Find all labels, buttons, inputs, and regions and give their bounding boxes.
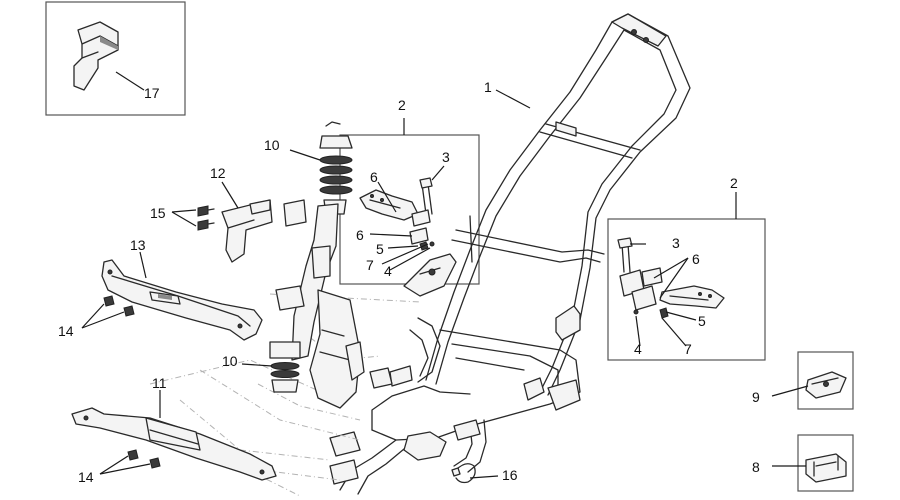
- part-15-screws: [197, 205, 215, 231]
- callout-2-right: 2: [730, 175, 738, 191]
- callout-9: 9: [752, 389, 760, 405]
- callout-2-left: 2: [398, 97, 406, 113]
- callout-13: 13: [130, 237, 146, 253]
- callout-11: 11: [152, 375, 167, 391]
- phantom-lines: [149, 293, 421, 497]
- inset-box-8: [797, 434, 854, 492]
- callout-6-left-top: 6: [370, 169, 378, 185]
- callout-5-left: 5: [376, 241, 384, 257]
- part-10-upper-shock: [319, 121, 353, 215]
- callout-3-right: 3: [672, 235, 680, 251]
- part-16-clamp: [451, 463, 476, 484]
- right-footrest-assembly: [617, 237, 725, 319]
- part-11-lower-bracket: [71, 407, 277, 481]
- callout-10-top: 10: [264, 137, 280, 153]
- part-8-bracket: [805, 453, 847, 483]
- part-9-clip: [805, 371, 847, 399]
- part-10-lower-shock: [269, 341, 301, 393]
- part-14-upper-screws: [103, 295, 135, 317]
- callout-1: 1: [484, 79, 492, 95]
- callout-7-right: 7: [684, 341, 692, 357]
- callout-6-left-mid: 6: [356, 227, 364, 243]
- callout-10-bottom: 10: [222, 353, 238, 369]
- callout-4-right: 4: [634, 341, 642, 357]
- callout-4-left: 4: [384, 263, 392, 279]
- callout-15: 15: [150, 205, 166, 221]
- left-footrest-assembly: [359, 177, 457, 297]
- part-14-lower-screws: [127, 449, 161, 469]
- callout-7-left: 7: [366, 257, 374, 273]
- callout-16: 16: [502, 467, 518, 483]
- part-13-footboard-bracket: [101, 259, 263, 341]
- callout-14-upper: 14: [58, 323, 74, 339]
- head-tube-assembly: [275, 199, 393, 409]
- leader-lines: [81, 71, 809, 479]
- callout-6-right: 6: [692, 251, 700, 267]
- part-17-bracket: [73, 21, 119, 91]
- inset-box-17: [45, 1, 186, 116]
- part-1-main-frame: [329, 13, 691, 495]
- callout-8: 8: [752, 459, 760, 475]
- part-12-bracket: [221, 199, 273, 263]
- callout-3-left: 3: [442, 149, 450, 165]
- callout-12: 12: [210, 165, 226, 181]
- callout-14-lower: 14: [78, 469, 94, 485]
- inset-box-9: [797, 351, 854, 410]
- inset-box-right-footrest: [607, 218, 766, 361]
- callout-5-right: 5: [698, 313, 706, 329]
- callout-17: 17: [144, 85, 160, 101]
